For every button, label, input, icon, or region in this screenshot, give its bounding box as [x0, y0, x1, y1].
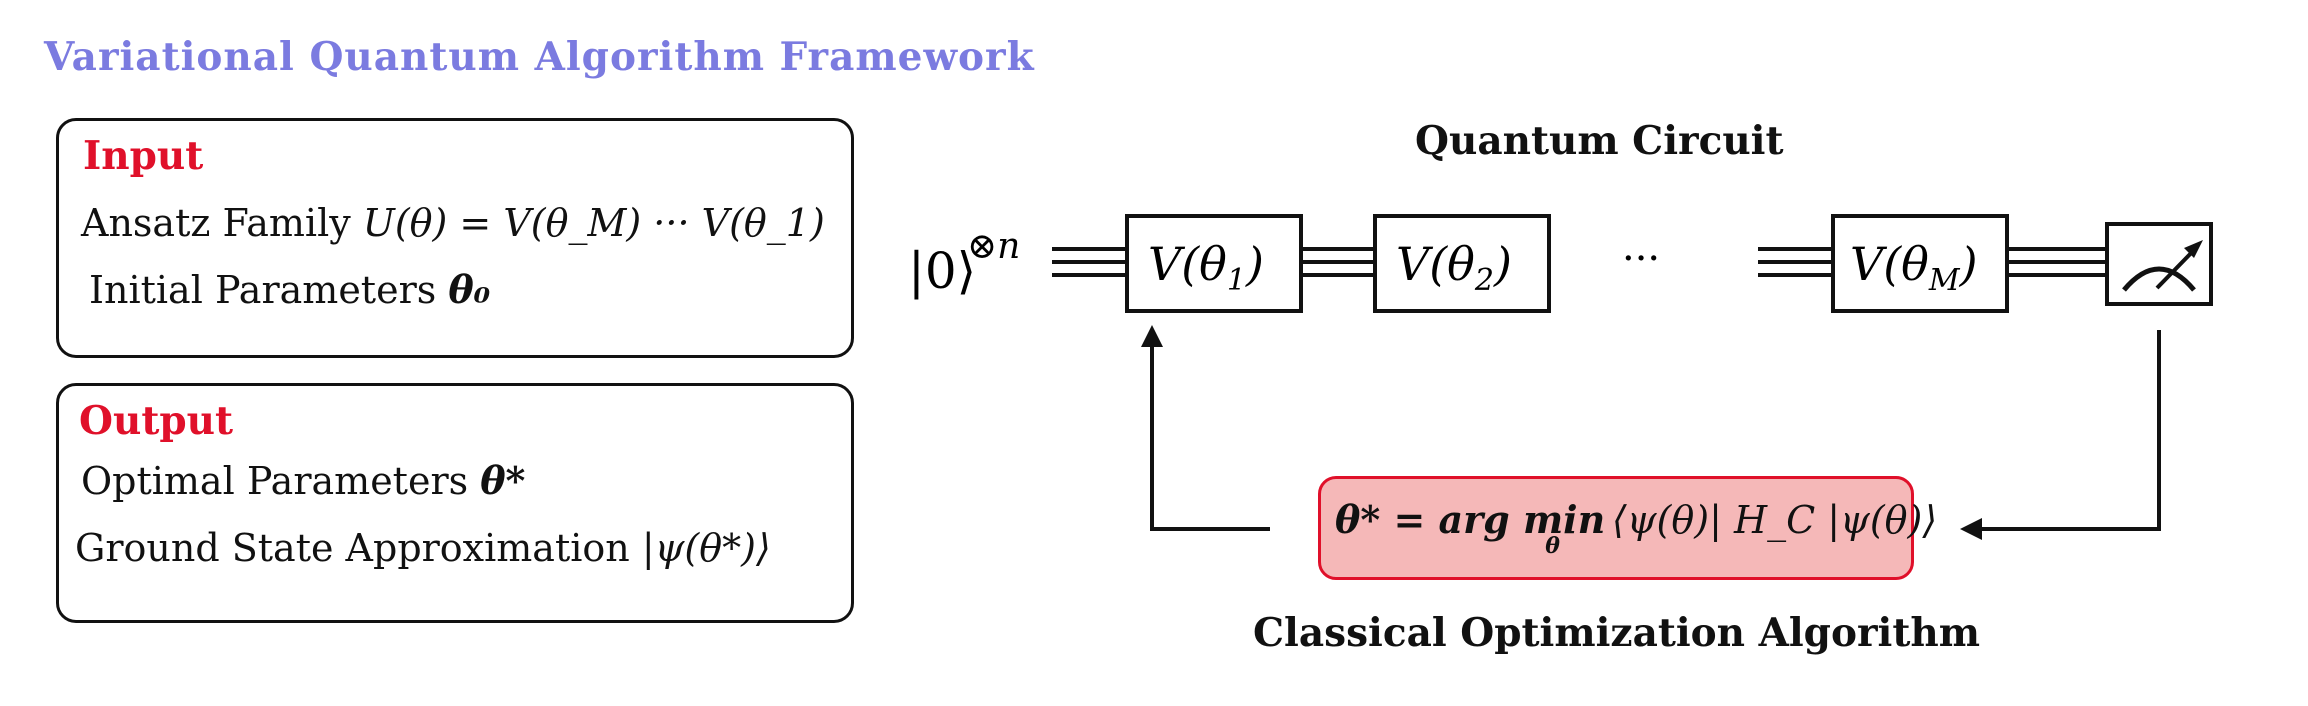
initial-parameters-line: Initial Parameters θ₀ — [89, 267, 490, 312]
initial-parameters-label: Initial Parameters — [89, 268, 437, 312]
gate-v-theta-m — [1831, 214, 2009, 313]
formula-lhs: θ* = arg min — [1335, 497, 1606, 542]
ansatz-family-line: Ansatz Family U(θ) = V(θ_M) ··· V(θ_1) — [81, 201, 825, 245]
page-title: Variational Quantum Algorithm Framework — [44, 34, 1035, 80]
formula-rhs: ⟨ψ(θ)| H_C |ψ(θ)⟩ — [1611, 498, 1938, 542]
ansatz-family-formula: U(θ) = V(θ_M) ··· V(θ_1) — [362, 201, 825, 245]
ground-state-label: Ground State Approximation — [75, 526, 630, 570]
gate-m-label: V(θM) — [1850, 237, 1978, 298]
optimal-parameters-symbol: θ* — [480, 458, 526, 503]
initial-parameters-symbol: θ₀ — [448, 267, 491, 312]
ellipsis: ··· — [1622, 236, 1660, 282]
input-state-power: ⊗n — [967, 226, 1020, 267]
ground-state-formula: |ψ(θ*)⟩ — [641, 526, 771, 570]
quantum-circuit-heading: Quantum Circuit — [1415, 118, 1784, 164]
formula-sub: θ — [1545, 533, 1560, 559]
input-panel: Input Ansatz Family U(θ) = V(θ_M) ··· V(… — [56, 118, 854, 358]
classical-optimization-heading: Classical Optimization Algorithm — [1253, 610, 1980, 656]
gate-v-theta-1 — [1125, 214, 1303, 313]
input-state-label: |0⟩ — [908, 242, 976, 300]
arrow-head-left — [1960, 518, 1982, 540]
ansatz-family-label: Ansatz Family — [81, 201, 351, 245]
optimal-parameters-line: Optimal Parameters θ* — [81, 458, 525, 503]
input-heading: Input — [83, 133, 204, 179]
measurement-icon — [2105, 222, 2213, 306]
output-heading: Output — [79, 398, 233, 444]
qubit-wires — [1052, 247, 2106, 277]
optimal-parameters-label: Optimal Parameters — [81, 459, 469, 503]
gate-2-label: V(θ2) — [1396, 237, 1512, 298]
output-panel: Output Optimal Parameters θ* Ground Stat… — [56, 383, 854, 623]
feedback-loop — [1150, 330, 2161, 531]
ground-state-line: Ground State Approximation |ψ(θ*)⟩ — [75, 526, 771, 570]
optimizer-formula-box: θ* = arg minθ ⟨ψ(θ)| H_C |ψ(θ)⟩ — [1318, 476, 1937, 580]
arrow-head-up — [1141, 325, 1163, 347]
optimizer-formula: θ* = arg minθ ⟨ψ(θ)| H_C |ψ(θ)⟩ — [1335, 497, 1938, 559]
gate-1-label: V(θ1) — [1148, 237, 1264, 298]
gate-v-theta-2 — [1373, 214, 1551, 313]
